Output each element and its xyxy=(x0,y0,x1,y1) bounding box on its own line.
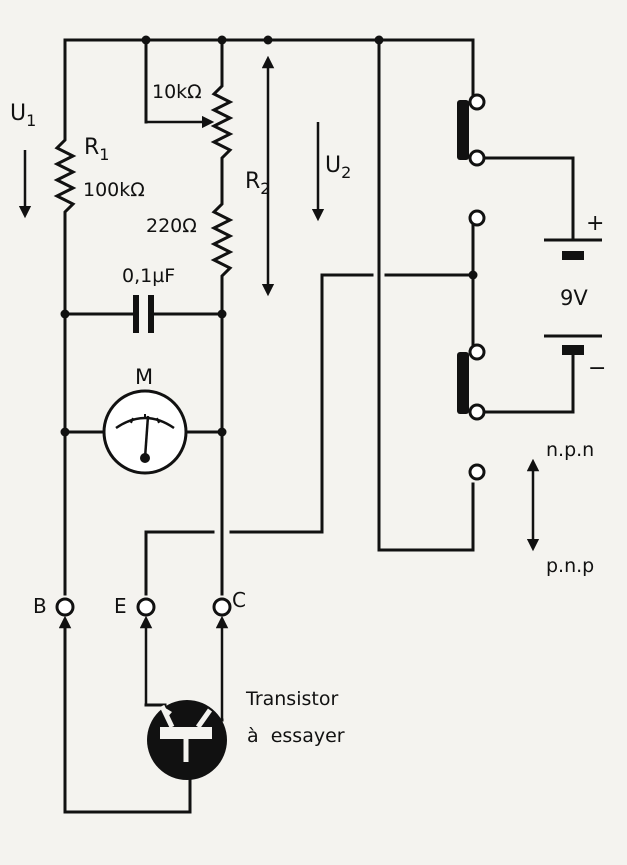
junction-dot xyxy=(60,427,70,437)
return-wire xyxy=(377,38,475,552)
resistor-220 xyxy=(210,194,234,596)
label-u2: U2 xyxy=(325,153,351,182)
label-r1: R1 xyxy=(84,135,109,164)
meter-m xyxy=(63,389,224,475)
resistor-r1 xyxy=(53,130,77,222)
label-battery-plus: + xyxy=(586,211,604,236)
changeover-switch[interactable] xyxy=(457,93,575,481)
potentiometer-10k xyxy=(210,76,234,198)
label-cap-value: 0,1µF xyxy=(122,265,175,287)
junction-dot xyxy=(263,35,273,45)
junction-dot xyxy=(468,270,478,280)
label-transistor-line2: à essayer xyxy=(247,725,345,747)
label-r2: R2 xyxy=(245,169,270,198)
label-transistor-line1: Transistor xyxy=(245,688,338,710)
transistor-under-test xyxy=(147,700,227,780)
junction-dot xyxy=(60,309,70,319)
label-battery-minus: − xyxy=(588,356,606,381)
potentiometer-wire xyxy=(144,38,224,129)
junction-dot xyxy=(217,427,227,437)
junction-dot xyxy=(217,309,227,319)
label-meter: M xyxy=(135,365,153,389)
label-220-value: 220Ω xyxy=(146,215,197,237)
label-terminal-e: E xyxy=(114,594,127,618)
battery-9v xyxy=(544,156,602,414)
label-pot-value: 10kΩ xyxy=(152,81,202,103)
terminal-c[interactable] xyxy=(212,597,232,617)
label-terminal-b: B xyxy=(33,594,47,618)
label-pnp: p.n.p xyxy=(546,555,594,577)
capacitor-0-1uf xyxy=(63,295,224,333)
label-battery-voltage: 9V xyxy=(560,286,588,310)
label-npn: n.p.n xyxy=(546,439,594,461)
emitter-wire xyxy=(144,273,475,596)
label-u1: U1 xyxy=(10,101,36,130)
label-terminal-c: C xyxy=(232,588,246,612)
terminal-b[interactable] xyxy=(55,597,75,617)
label-r1-value: 100kΩ xyxy=(83,179,145,201)
terminal-e[interactable] xyxy=(136,597,156,617)
